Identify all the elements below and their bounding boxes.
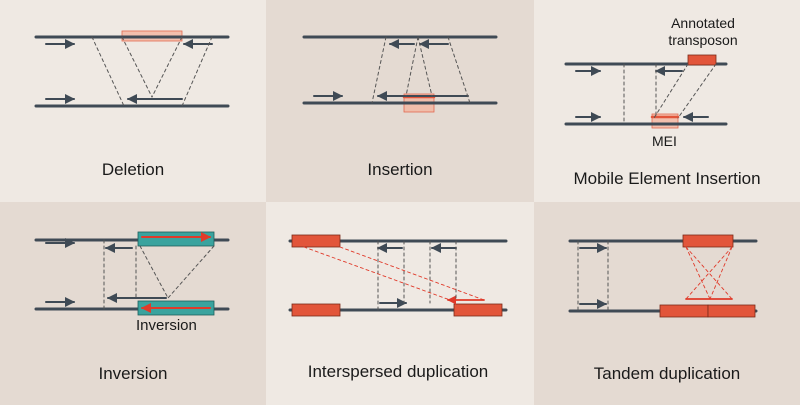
panel-bg-insertion bbox=[266, 0, 534, 202]
duplicated-segment bbox=[453, 303, 503, 317]
panel-label-inversion: Inversion bbox=[99, 364, 168, 383]
dashed-link bbox=[447, 36, 471, 104]
inversion-inner-label: Inversion bbox=[136, 317, 197, 334]
dashed-link bbox=[653, 63, 689, 119]
panel-mei: Annotated transposon MEI Mobile Element … bbox=[564, 15, 761, 188]
panel-bg-mei bbox=[534, 0, 800, 202]
dashed-link bbox=[151, 36, 183, 98]
panel-insertion: Insertion bbox=[302, 35, 498, 179]
panel-bg-inversion bbox=[0, 202, 266, 405]
red-dashed-link bbox=[303, 246, 451, 301]
annotation-label-line2: transposon bbox=[668, 32, 737, 48]
red-dashed-link bbox=[339, 246, 485, 301]
dashed-link bbox=[677, 63, 717, 119]
panel-label-tandem: Tandem duplication bbox=[594, 364, 740, 383]
dashed-link bbox=[405, 36, 419, 97]
source-segment bbox=[291, 234, 341, 248]
tandem-copy-1 bbox=[659, 304, 709, 318]
panel-label-mei: Mobile Element Insertion bbox=[573, 169, 760, 188]
red-dashed-link bbox=[709, 246, 733, 300]
dashed-link bbox=[181, 36, 213, 107]
panel-deletion: Deletion bbox=[34, 30, 230, 179]
panel-interspersed: Interspersed duplication bbox=[288, 234, 508, 381]
tandem-copy-2 bbox=[707, 304, 756, 318]
source-segment-sample bbox=[291, 303, 341, 317]
dashed-link bbox=[91, 36, 125, 107]
mei-label: MEI bbox=[652, 133, 677, 149]
dashed-link bbox=[417, 36, 433, 97]
red-dashed-link bbox=[685, 246, 733, 300]
red-dashed-link bbox=[685, 246, 733, 300]
inverted-segment-ref bbox=[137, 231, 215, 247]
panel-label-interspersed: Interspersed duplication bbox=[308, 362, 489, 381]
dashed-link bbox=[167, 245, 215, 299]
panel-tandem: Tandem duplication bbox=[568, 234, 758, 383]
red-dashed-link bbox=[685, 246, 711, 300]
annotated-transposon bbox=[687, 54, 717, 66]
annotation-label-line1: Annotated bbox=[671, 15, 735, 31]
panel-label-insertion: Insertion bbox=[367, 160, 432, 179]
dashed-link bbox=[121, 36, 153, 98]
panel-label-deletion: Deletion bbox=[102, 160, 164, 179]
tandem-segment-ref bbox=[682, 234, 734, 248]
dashed-link bbox=[139, 245, 169, 299]
dashed-link bbox=[371, 36, 387, 104]
panel-inversion: Inversion Inversion bbox=[34, 231, 230, 383]
